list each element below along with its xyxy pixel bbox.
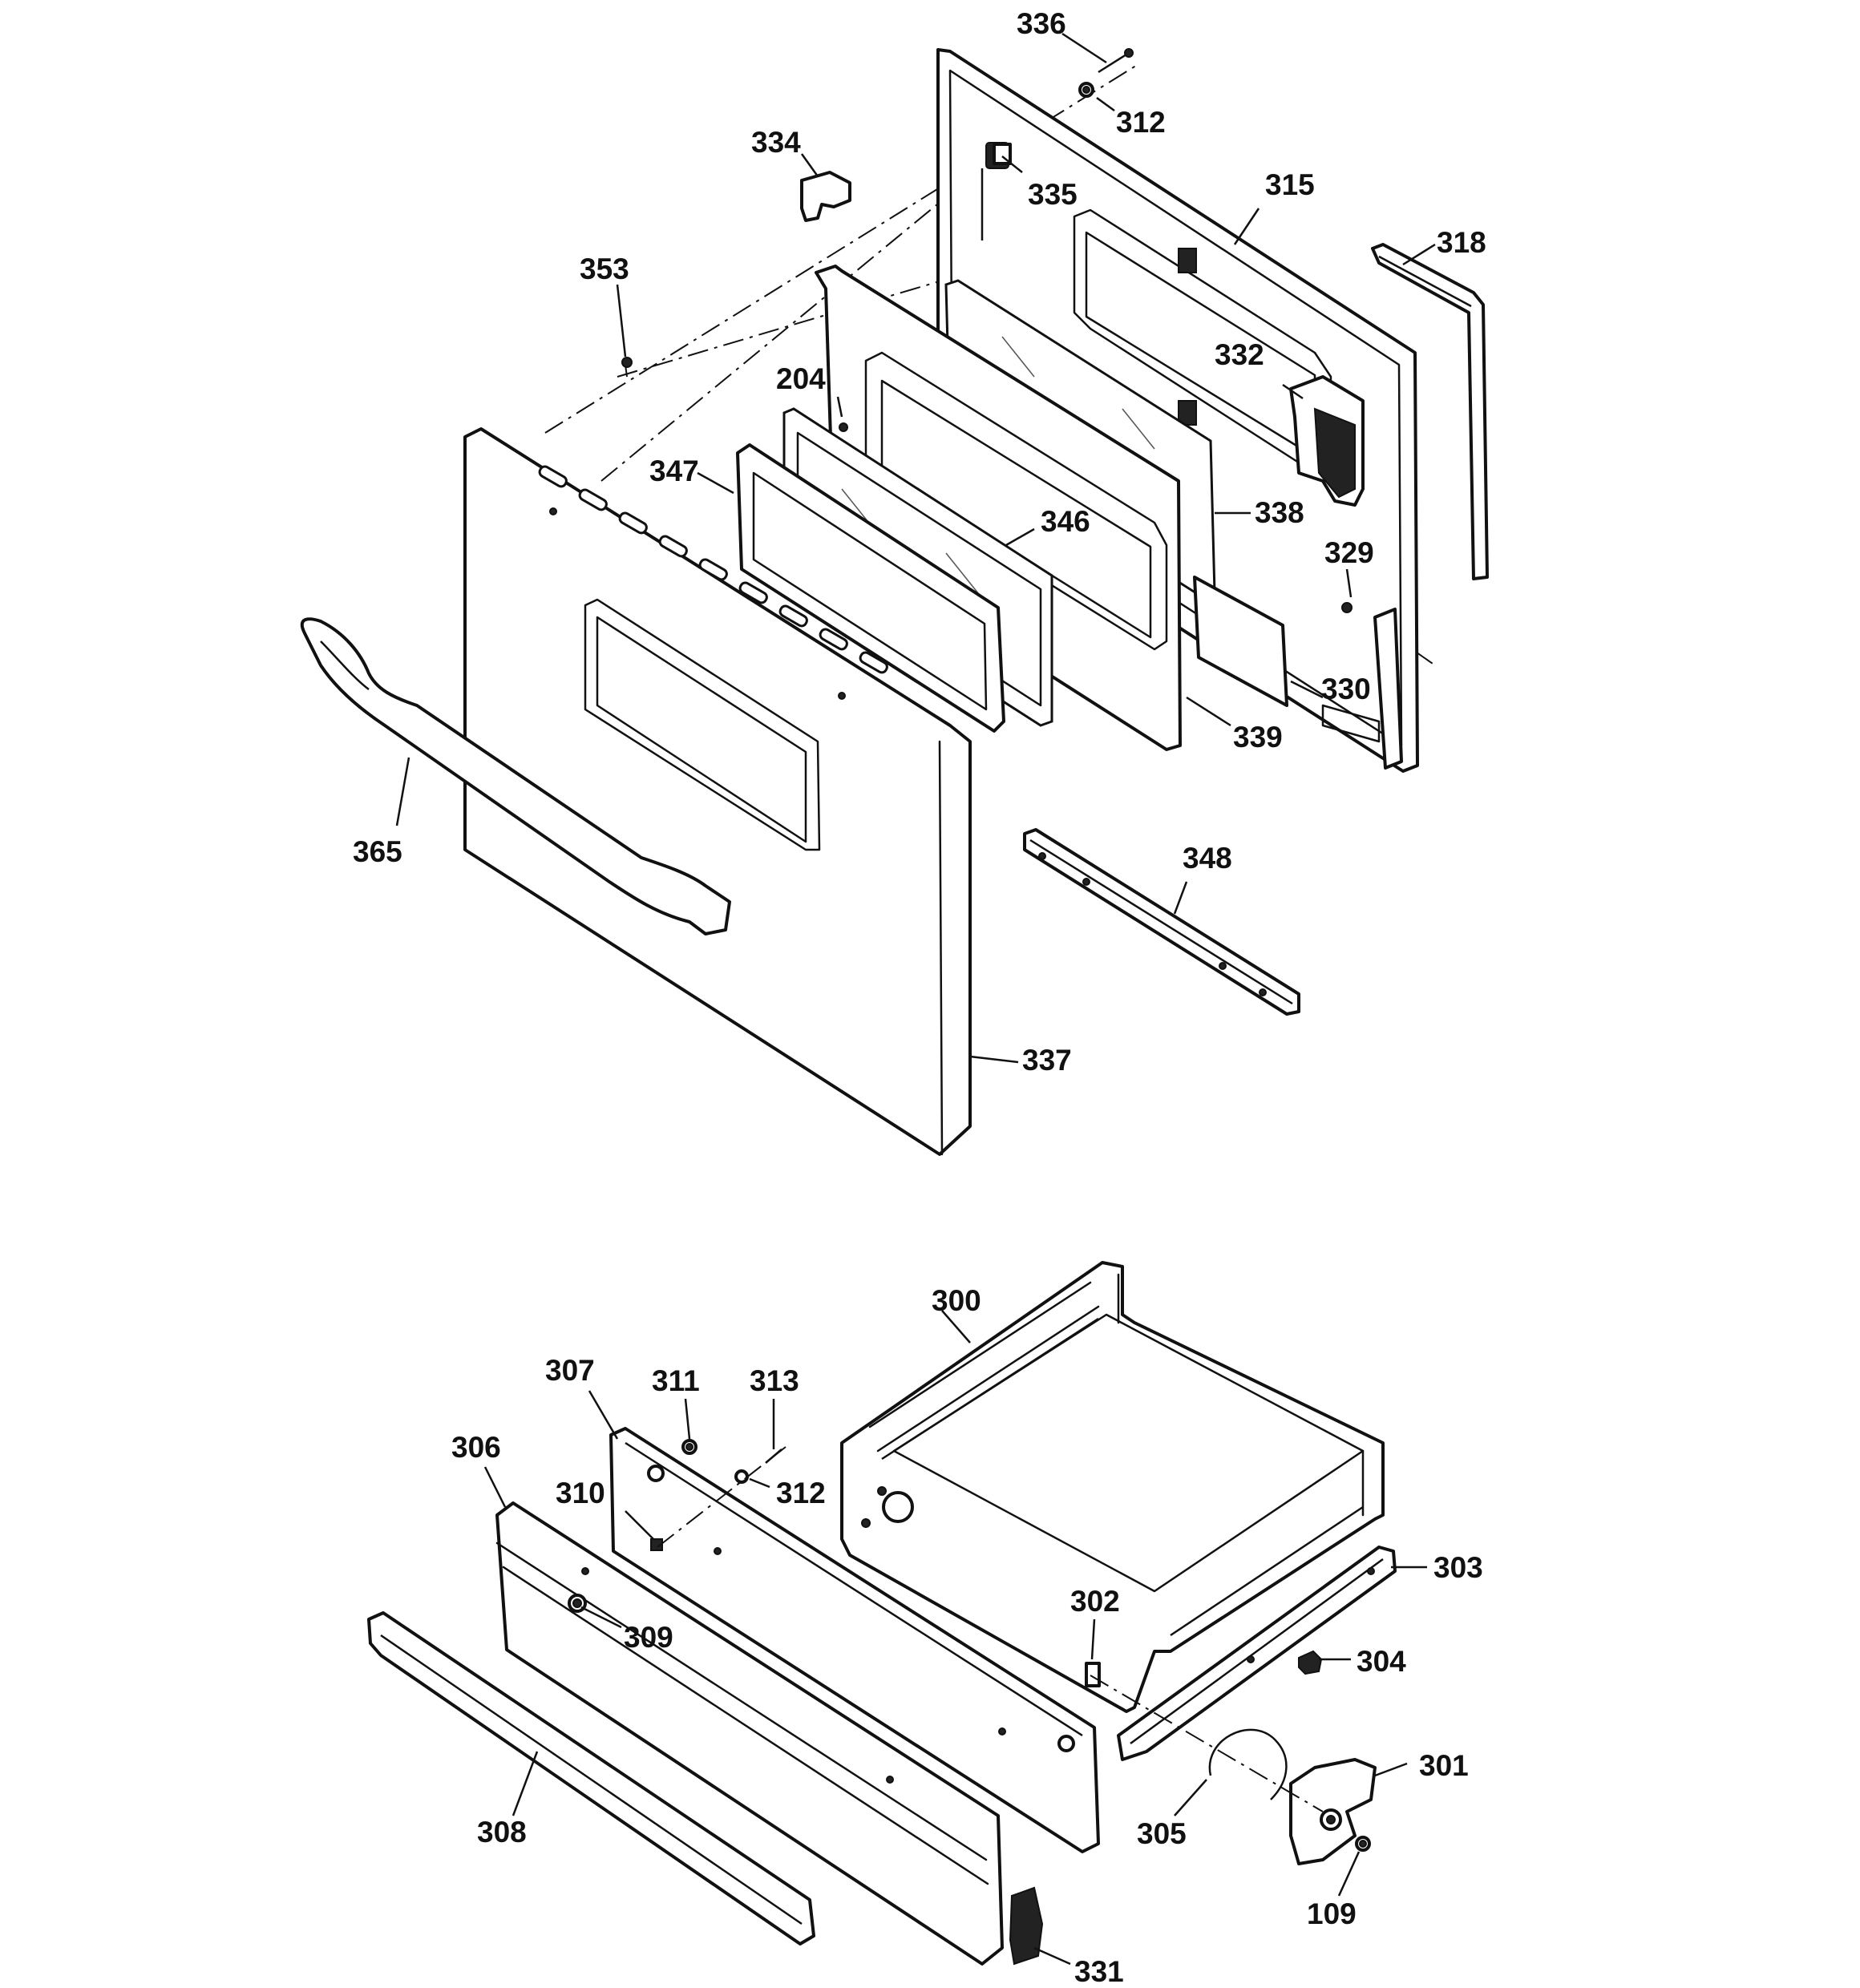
callout-348: 348	[1183, 842, 1232, 875]
callout-315: 315	[1265, 168, 1315, 201]
callout-318: 318	[1437, 226, 1486, 259]
callout-300: 300	[932, 1284, 981, 1317]
door-side-trim-318	[1371, 243, 1489, 580]
leader-lines	[395, 32, 1436, 1966]
door-handle-365	[300, 617, 731, 935]
callout-302: 302	[1070, 1585, 1120, 1618]
callout-331: 331	[1074, 1955, 1124, 1984]
drawer-trim-308	[367, 1611, 815, 1946]
callout-365: 365	[353, 835, 402, 868]
clip-334	[800, 171, 851, 222]
callout-336: 336	[1017, 7, 1066, 40]
vent-slots	[538, 465, 888, 674]
callout-312-top: 312	[1116, 106, 1166, 139]
callout-312-bottom: 312	[776, 1477, 826, 1509]
drawer-body-300	[840, 1261, 1385, 1713]
callout-347: 347	[649, 455, 699, 487]
drawer-bracket-301	[1289, 1758, 1377, 1865]
callout-346: 346	[1041, 505, 1090, 538]
callout-353: 353	[580, 253, 629, 285]
callout-310: 310	[556, 1477, 605, 1509]
callout-305: 305	[1137, 1817, 1187, 1850]
callout-109: 109	[1307, 1897, 1357, 1930]
callout-329: 329	[1324, 536, 1374, 569]
callout-335: 335	[1028, 178, 1078, 211]
callout-301: 301	[1419, 1749, 1469, 1782]
callout-330: 330	[1321, 673, 1371, 705]
door-bracket-348	[1023, 828, 1300, 1016]
insulation-332	[1289, 375, 1365, 507]
callout-204: 204	[776, 362, 826, 395]
callout-306: 306	[451, 1431, 501, 1464]
callout-337: 337	[1022, 1044, 1072, 1077]
drawer-spring-305	[1208, 1728, 1288, 1800]
callout-311: 311	[652, 1364, 700, 1397]
door-fasteners	[621, 48, 1353, 613]
door-liner-339	[815, 265, 1288, 751]
callout-309: 309	[624, 1621, 673, 1654]
glass-frame-347	[736, 443, 1005, 733]
drawer-front-panel-306	[495, 1501, 1004, 1966]
outer-door-panel-337	[463, 427, 972, 1156]
callout-labels: 336 312 334 335 315 318 353 204 332 347 …	[353, 7, 1486, 1988]
clip-331	[1009, 1886, 1044, 1966]
callout-313: 313	[750, 1364, 799, 1397]
drawer-inner-panel-307	[609, 1427, 1100, 1853]
callout-334: 334	[751, 126, 801, 159]
alignment-lines-drawer	[657, 1446, 1324, 1812]
callout-332: 332	[1215, 338, 1264, 371]
drawer-rail-303	[1117, 1546, 1397, 1761]
callout-338: 338	[1255, 496, 1304, 529]
bumper-304	[1298, 1650, 1323, 1675]
callout-303: 303	[1433, 1551, 1483, 1584]
callout-307: 307	[545, 1354, 595, 1387]
callout-308: 308	[477, 1816, 527, 1849]
callout-339: 339	[1233, 721, 1283, 754]
callout-304: 304	[1357, 1645, 1406, 1678]
